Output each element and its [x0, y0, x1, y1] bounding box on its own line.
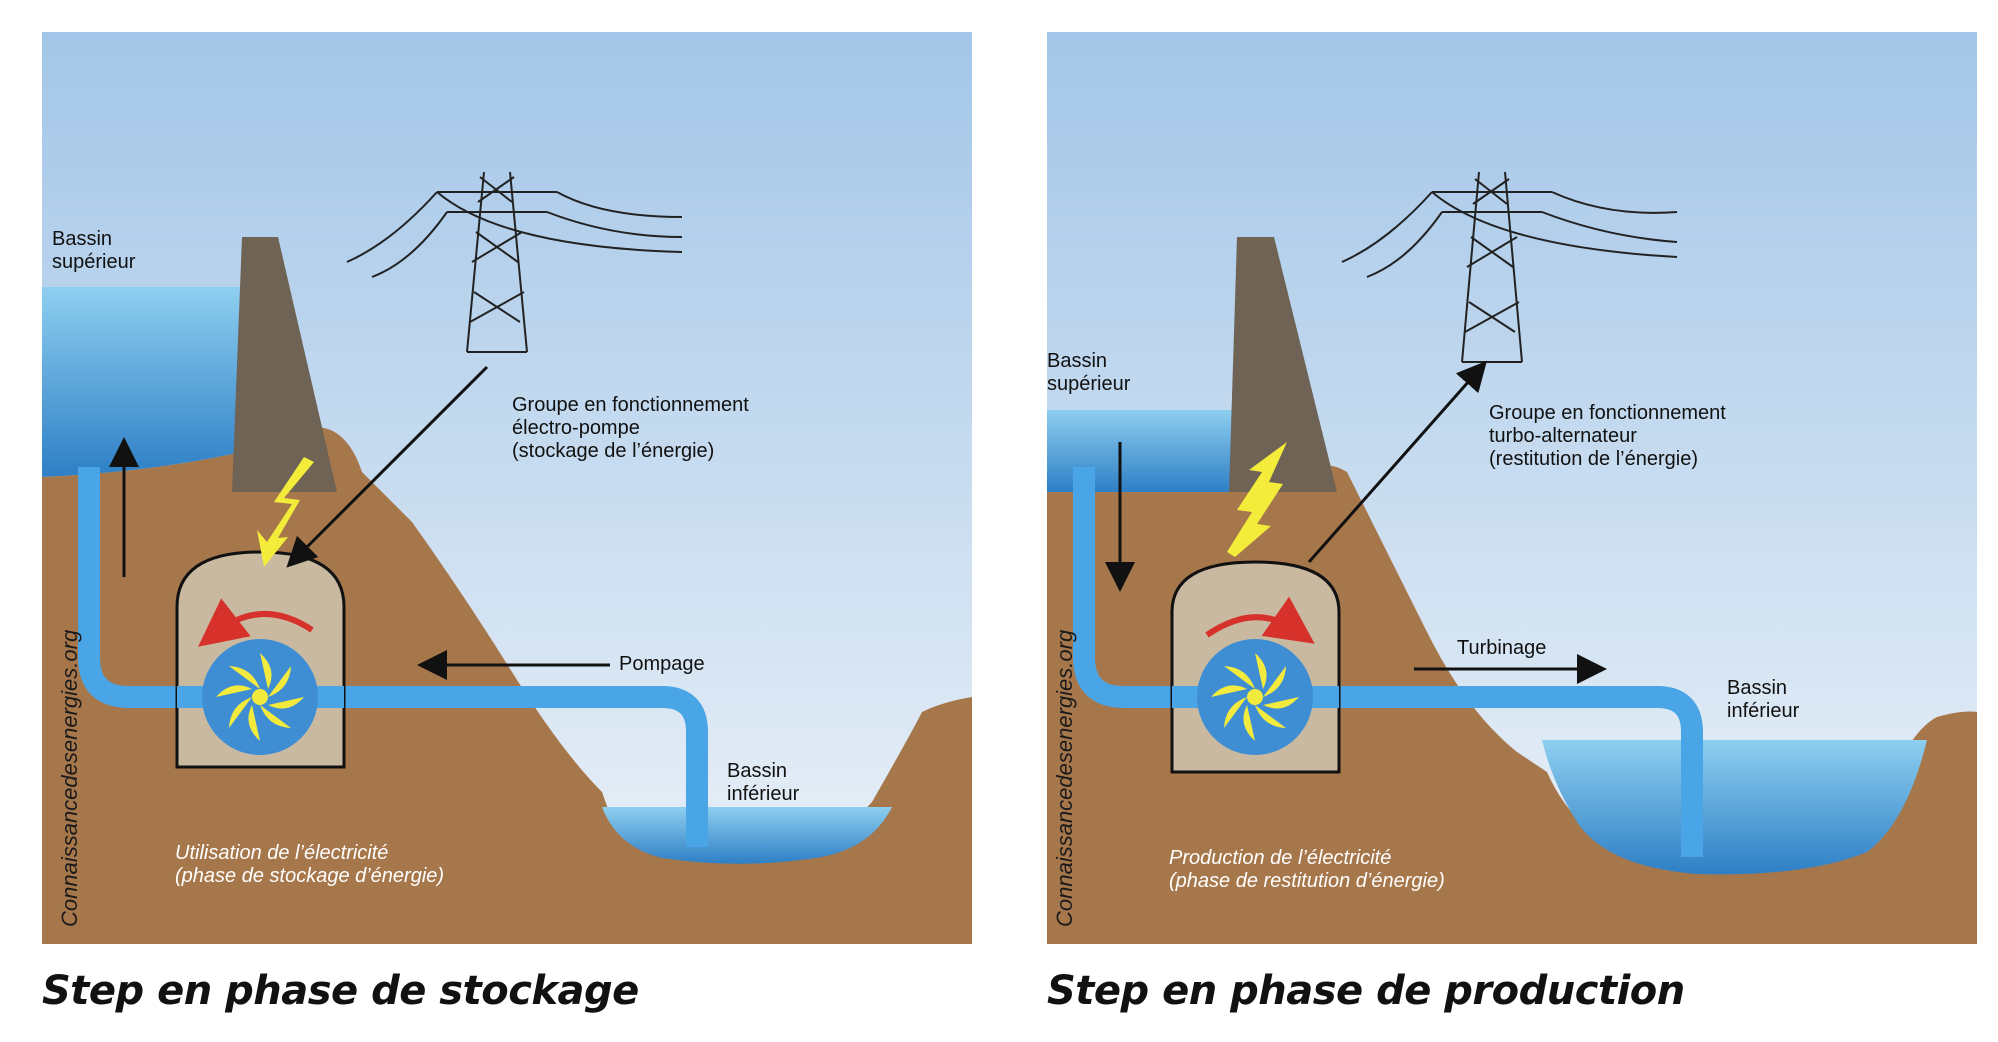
title-production: Step en phase de production — [1047, 968, 1685, 1014]
group-mode-label: Groupe en fonctionnement turbo-alternate… — [1489, 402, 1726, 470]
group-mode-label: Groupe en fonctionnement électro-pompe (… — [512, 394, 749, 462]
upper-basin-label: Bassin supérieur — [1047, 350, 1131, 395]
turbining-label: Turbinage — [1457, 637, 1547, 659]
grid-arrow — [286, 365, 489, 568]
dam-icon — [1229, 237, 1337, 492]
storage-illustration — [42, 32, 972, 944]
dam-icon — [232, 237, 337, 492]
phase-caption: Utilisation de l’électricité (phase de s… — [175, 842, 445, 887]
upper-basin-label: Bassin supérieur — [52, 228, 136, 273]
phase-caption: Production de l’électricité (phase de re… — [1169, 847, 1445, 892]
grid-arrow — [1307, 360, 1487, 563]
pumping-label: Pompage — [619, 653, 705, 675]
turbine-blades-icon — [1211, 653, 1299, 741]
rotation-arrow-icon — [198, 598, 314, 647]
lightning-icon — [1227, 442, 1287, 557]
lower-basin-label: Bassin inférieur — [727, 760, 800, 805]
production-illustration — [1047, 32, 1977, 944]
pylon-icon — [1341, 171, 1678, 363]
penstock-pipe — [1073, 467, 1703, 857]
diagram-production-phase: Bassin supérieur Groupe en fonctionnemen… — [1047, 32, 1977, 944]
title-storage: Step en phase de stockage — [42, 968, 639, 1014]
watermark: Connaissancedesenergies.org — [1052, 629, 1077, 927]
lower-basin-water — [1542, 740, 1927, 875]
watermark: Connaissancedesenergies.org — [57, 629, 82, 927]
diagram-storage-phase: Bassin supérieur Groupe en fonctionnemen… — [42, 32, 972, 944]
lightning-icon — [257, 457, 314, 567]
penstock-pipe — [78, 467, 708, 847]
upper-basin-water — [42, 287, 242, 477]
pylon-icon — [346, 171, 683, 353]
lower-basin-water — [602, 807, 892, 864]
rotation-arrow-icon — [1205, 596, 1315, 644]
turbine-blades-icon — [216, 653, 304, 741]
lower-basin-label: Bassin inférieur — [1727, 677, 1800, 722]
